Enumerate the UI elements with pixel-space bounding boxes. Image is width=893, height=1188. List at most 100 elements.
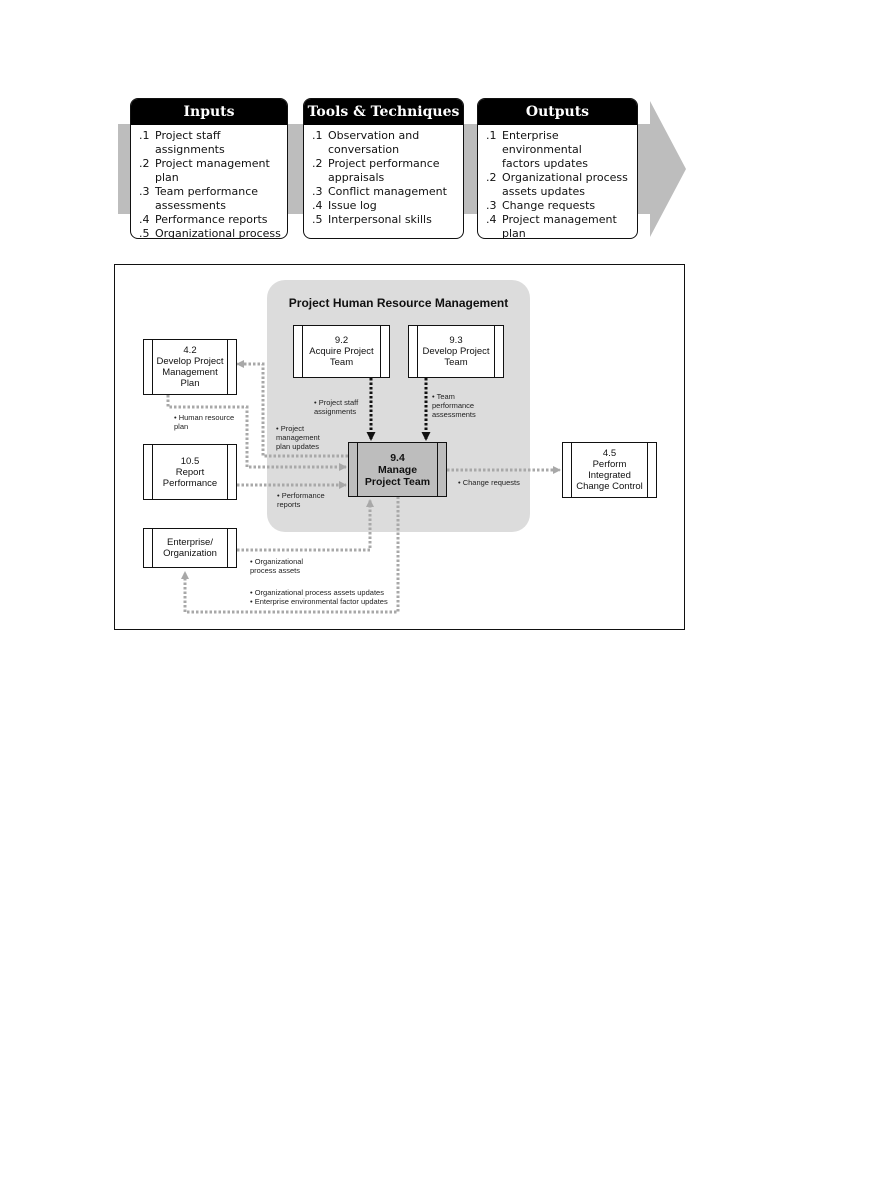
- enterprise-organization: Enterprise/Organization: [143, 528, 237, 568]
- item-number: .4: [139, 213, 150, 226]
- text-line: Manage: [377, 463, 418, 476]
- text-line: Performance: [162, 477, 218, 489]
- item-number: .1: [312, 129, 323, 142]
- text-line: assignments: [314, 407, 357, 416]
- inputs-list: .1 Project staff assignments .2 Project man…: [131, 125, 287, 239]
- list-item: .4 Issue log: [312, 199, 457, 213]
- item-number: .2: [486, 171, 497, 184]
- text-line: • Project: [276, 424, 305, 433]
- text-line: plan updates: [276, 442, 319, 451]
- text-line: • Performance: [277, 491, 325, 500]
- text-line: • Project staff: [314, 398, 359, 407]
- text-line: 4.5: [602, 448, 617, 459]
- text-line: Management: [162, 367, 218, 378]
- text-line: performance: [432, 401, 475, 410]
- text-line: • Organizational process assets updates: [250, 588, 384, 597]
- inputs-header: Inputs: [131, 99, 287, 125]
- tools-techniques-header: Tools & Techniques: [304, 99, 463, 125]
- text-line: Integrated: [588, 470, 631, 481]
- text-line: Enterprise/: [167, 537, 213, 548]
- text-line: Organization: [163, 548, 217, 559]
- text-line: Change Control: [576, 481, 643, 492]
- text-line: Perform: [592, 459, 627, 470]
- item-number: .3: [312, 185, 323, 198]
- list-item: .2 Project management plan: [139, 157, 281, 185]
- item-number: .2: [139, 157, 150, 170]
- item-text: Conflict management: [328, 185, 447, 198]
- outputs-header: Outputs: [478, 99, 637, 125]
- item-number: .5: [312, 213, 323, 226]
- text-line: management: [276, 433, 320, 442]
- text-line: Team: [444, 357, 468, 368]
- text-line: 10.5: [180, 455, 200, 467]
- text-line: 4.2: [183, 345, 197, 356]
- item-number: .4: [486, 213, 497, 226]
- text-line: • Change requests: [458, 478, 520, 487]
- item-number: .2: [312, 157, 323, 170]
- knowledge-area-title: Project Human Resource Management: [288, 296, 509, 310]
- list-item: .3 Conflict management: [312, 185, 457, 199]
- text-line: plan: [174, 422, 189, 431]
- item-number: .5: [139, 227, 150, 239]
- item-text: Project staff assignments: [155, 129, 225, 156]
- text-line: Plan: [180, 378, 200, 389]
- item-text: Issue log: [328, 199, 377, 212]
- text-line: 9.4: [390, 451, 405, 464]
- item-number: .3: [486, 199, 497, 212]
- item-number: .1: [486, 129, 497, 142]
- label-updates: • Organizational process assets updates•…: [250, 588, 388, 606]
- text-line: assessments: [432, 410, 476, 419]
- item-number: .1: [139, 129, 150, 142]
- text-line: • Human resource: [174, 413, 235, 422]
- text-line: Team: [329, 357, 354, 368]
- text-line: • Organizational: [250, 557, 304, 566]
- text-line: Report: [175, 466, 205, 478]
- item-number: .3: [139, 185, 150, 198]
- list-item: .3 Change requests: [486, 199, 631, 213]
- text-line: reports: [277, 500, 301, 509]
- item-number: .4: [312, 199, 323, 212]
- text-line: • Team: [432, 392, 455, 401]
- text-line: Develop Project: [156, 356, 224, 367]
- text-line: Develop Project: [422, 346, 490, 357]
- text-line: 9.3: [449, 335, 463, 346]
- item-text: Change requests: [502, 199, 596, 212]
- text-line: process assets: [250, 566, 301, 575]
- text-line: Acquire Project: [309, 346, 374, 357]
- item-text: Project management plan: [155, 157, 270, 184]
- text-line: Project Team: [364, 475, 431, 488]
- inputs-box: Inputs .1 Project staff assignments .2 Proj…: [130, 98, 288, 239]
